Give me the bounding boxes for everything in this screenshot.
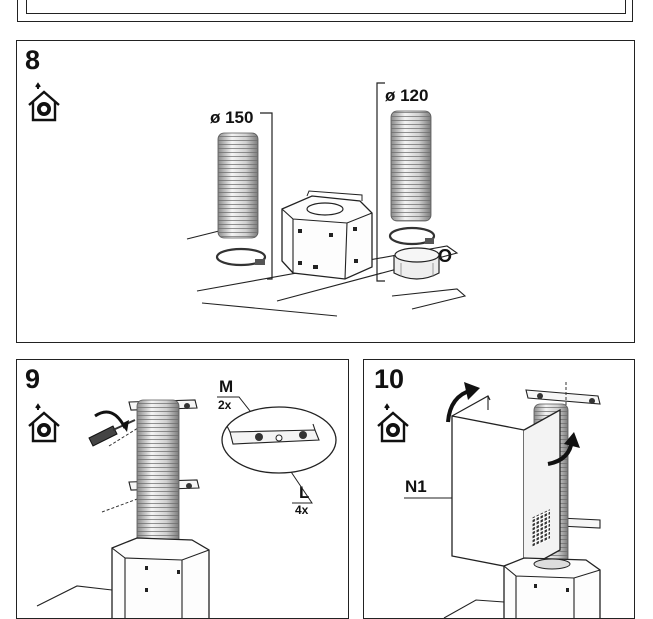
part-n1-label: N1 <box>405 477 427 496</box>
step-number: 9 <box>25 364 41 394</box>
previous-step-inner-frame <box>26 0 626 14</box>
step-9-panel: 9 M 2x L 4x <box>16 359 349 619</box>
diameter-120-label: ø 120 <box>385 86 429 105</box>
part-m-label: M <box>219 377 234 396</box>
part-l-quantity: 4x <box>295 503 309 517</box>
part-l-label: L <box>299 483 310 502</box>
step-number: 8 <box>25 45 41 75</box>
step-number: 10 <box>374 364 405 394</box>
house-vent-icon <box>25 403 63 444</box>
house-vent-icon <box>374 403 412 444</box>
step-9-illustration <box>36 396 337 618</box>
step-10-illustration <box>404 382 601 618</box>
part-m-quantity: 2x <box>218 398 232 412</box>
step-10-panel: 10 N1 <box>363 359 635 619</box>
step-8-panel: 8 ø 150 ø 120 O <box>16 40 635 343</box>
house-vent-icon <box>25 82 63 123</box>
diameter-150-label: ø 150 <box>210 108 254 127</box>
step-8-illustration <box>186 82 467 317</box>
previous-step-panel <box>17 0 633 22</box>
